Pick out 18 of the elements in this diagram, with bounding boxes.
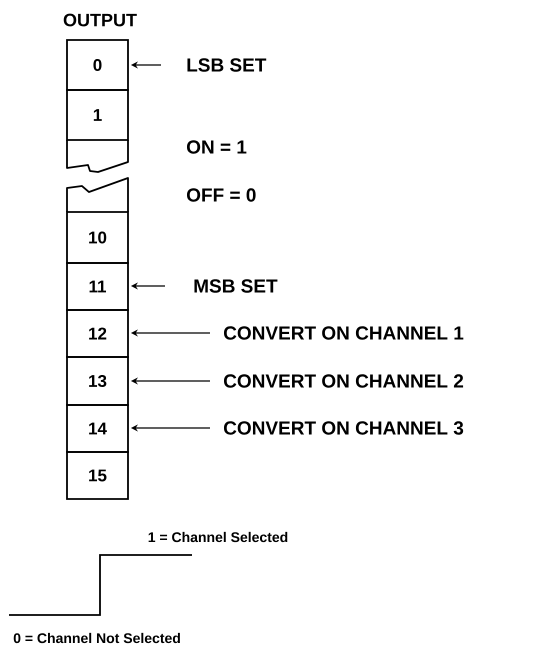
register-cell: 10 [66, 211, 129, 264]
register-cell: 11 [66, 262, 129, 311]
register-cell: 0 [66, 39, 129, 91]
bit-label: MSB SET [194, 279, 278, 293]
bit-label: CONVERT ON CHANNEL 2 [224, 374, 464, 388]
note: 0 = Channel Not Selected [14, 632, 180, 644]
register-cell: 15 [66, 451, 129, 500]
note: ON = 1 [186, 140, 246, 154]
register-cell: 14 [66, 404, 129, 453]
register-cell: 1 [66, 89, 129, 141]
bit-label: CONVERT ON CHANNEL 3 [224, 421, 464, 435]
bit-label: CONVERT ON CHANNEL 1 [224, 326, 464, 340]
note: OFF = 0 [186, 188, 256, 202]
title: OUTPUT [64, 14, 137, 26]
register-cell: 13 [66, 356, 129, 406]
note: 1 = Channel Selected [148, 532, 288, 542]
register-cell: 12 [66, 309, 129, 358]
bit-label: LSB SET [187, 58, 266, 72]
